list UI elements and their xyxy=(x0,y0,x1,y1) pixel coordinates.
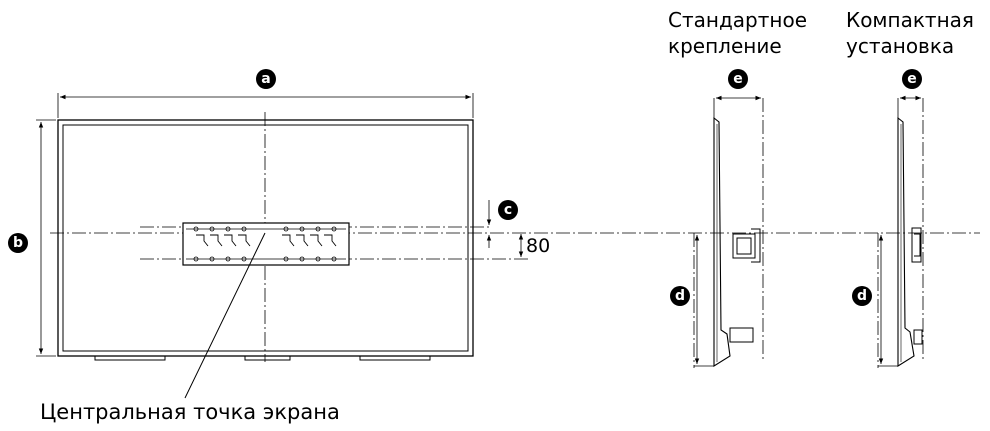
bracket-holes xyxy=(193,226,337,262)
dimension-d-standard-callout: d xyxy=(670,286,690,306)
standard-panel-profile xyxy=(713,116,731,367)
wall-mount-bracket xyxy=(182,222,350,266)
standard-mount-heading-line2: крепление xyxy=(668,34,782,58)
standard-bracket xyxy=(732,228,761,263)
bracket-slots-upper xyxy=(196,234,337,247)
display-foot-right xyxy=(359,356,431,361)
center-point-leader xyxy=(184,232,266,399)
screen-center-label: Центральная точка экрана xyxy=(40,400,340,424)
standard-foot xyxy=(729,327,754,343)
display-foot-center xyxy=(244,356,291,361)
dimension-80-label: 80 xyxy=(526,235,551,257)
dimension-c-callout: c xyxy=(498,200,518,220)
compact-side-view xyxy=(877,95,924,368)
compact-mount-heading-line2: установка xyxy=(846,34,955,58)
dimension-d-compact-callout: d xyxy=(852,286,872,306)
dimension-b-callout: b xyxy=(8,233,28,253)
display-foot-left xyxy=(94,356,166,361)
compact-bracket xyxy=(911,227,922,263)
display-inner-screen xyxy=(62,124,469,352)
standard-mount-heading-line1: Стандартное xyxy=(668,8,807,32)
dimension-e-standard-callout: e xyxy=(728,69,748,89)
display-outer-frame xyxy=(57,119,474,357)
compact-foot xyxy=(913,329,923,345)
dimension-a-callout: a xyxy=(256,69,276,89)
compact-mount-heading-line1: Компактная xyxy=(846,8,974,32)
front-view xyxy=(36,93,980,399)
dimension-e-compact-callout: e xyxy=(902,69,922,89)
standard-side-view xyxy=(693,95,764,368)
